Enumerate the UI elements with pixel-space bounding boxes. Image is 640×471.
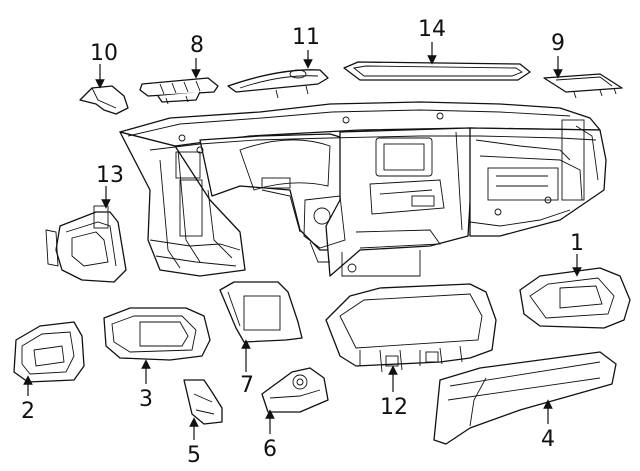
part-3-center-left-vent (103, 307, 211, 361)
callout-14: 14 (418, 17, 446, 42)
callout-8: 8 (190, 33, 204, 58)
callout-3: 3 (139, 387, 153, 412)
part-10-end-cap (79, 85, 129, 115)
instrument-panel-carrier (119, 101, 607, 277)
part-8-vent-bezel (139, 77, 219, 105)
callout-13: 13 (96, 163, 124, 188)
callout-1: 1 (570, 231, 584, 256)
part-13-left-vent-duct (45, 205, 127, 283)
part-12-glovebox-upper (325, 283, 497, 373)
callout-2: 2 (21, 399, 35, 424)
callout-7: 7 (240, 373, 254, 398)
part-11-cluster-hood (227, 69, 329, 99)
callout-9: 9 (551, 31, 565, 56)
part-6-column-cover (261, 367, 329, 413)
callout-12: 12 (380, 395, 408, 420)
callout-10: 10 (90, 41, 118, 66)
part-4-glovebox-door (433, 351, 617, 445)
callout-11: 11 (292, 25, 320, 50)
part-7-bezel-frame (219, 281, 303, 343)
callout-arrows (23, 42, 582, 440)
part-2-side-vent (13, 321, 85, 383)
part-1-right-vent-duct (519, 267, 631, 329)
callout-6: 6 (263, 437, 277, 462)
callout-4: 4 (541, 427, 555, 452)
part-5-bracket (183, 379, 223, 425)
part-14-defroster-grille (343, 61, 531, 81)
part-9-speaker-grille (543, 73, 623, 99)
callout-5: 5 (187, 443, 201, 468)
